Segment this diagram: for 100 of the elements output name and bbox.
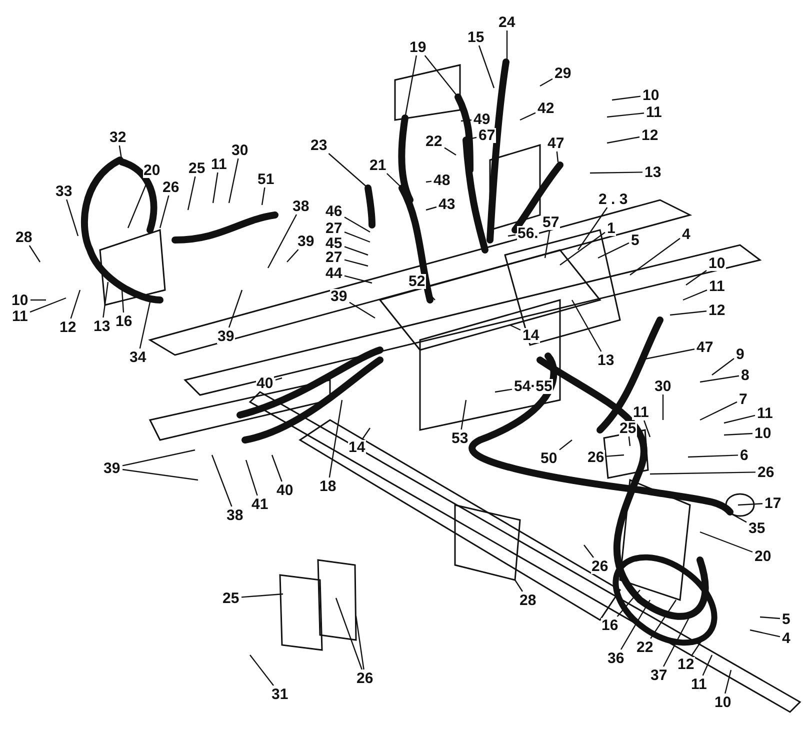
leader-line — [187, 176, 196, 210]
leader-line — [724, 670, 732, 694]
leader-line — [344, 259, 368, 267]
callout-number: 36 — [606, 650, 626, 666]
leader-line — [478, 45, 495, 88]
callout-number: 30 — [230, 142, 250, 158]
callout-number: 11 — [708, 278, 726, 294]
callout-number: 15 — [466, 30, 486, 44]
callout-number: 39 — [296, 234, 316, 248]
callout-number: 10 — [754, 426, 772, 440]
callout-number: 16 — [600, 618, 620, 632]
leader-line — [121, 290, 124, 313]
leader-line — [760, 616, 780, 620]
leader-line — [102, 282, 109, 318]
leader-line — [644, 420, 651, 438]
callout-number: 29 — [554, 66, 572, 80]
callout-number: 13 — [596, 352, 616, 368]
leader-line — [670, 310, 707, 316]
leader-line — [590, 172, 642, 174]
leader-line — [724, 432, 753, 436]
callout-number: 11 — [11, 308, 29, 324]
callout-number: 34 — [128, 350, 148, 364]
leader-line — [122, 468, 198, 481]
leader-line — [30, 297, 66, 313]
callout-number: 25 — [222, 590, 240, 606]
callout-number: 37 — [650, 668, 668, 682]
callout-number: 32 — [108, 130, 128, 144]
callout-number: 5 — [781, 612, 792, 626]
leader-line — [212, 172, 218, 204]
callout-number: 27 — [324, 250, 344, 264]
callout-number: 50 — [540, 450, 558, 466]
callout-number: 31 — [270, 686, 290, 702]
callout-number: 4 — [681, 226, 692, 242]
leader-line — [616, 590, 640, 617]
callout-number: 27 — [324, 220, 344, 236]
callout-number: 33 — [54, 184, 74, 198]
leader-line — [571, 300, 602, 352]
callout-number: 19 — [408, 40, 428, 54]
callout-number: 12 — [640, 128, 660, 142]
leader-line — [349, 302, 376, 319]
leader-line — [267, 214, 298, 268]
leader-line — [700, 401, 738, 421]
leader-line — [560, 232, 606, 266]
leader-line — [386, 173, 402, 188]
callout-number: 28 — [14, 230, 34, 244]
callout-number: 45 — [324, 236, 344, 250]
leader-line — [606, 454, 624, 457]
callout-number: 26 — [590, 558, 610, 574]
leader-line — [650, 472, 756, 475]
callout-number: 11 — [690, 676, 708, 692]
leader-line — [691, 640, 702, 656]
leader-line — [630, 238, 680, 276]
callout-number: 11 — [210, 156, 228, 172]
leader-line — [211, 454, 232, 507]
callout-number: 13 — [92, 318, 112, 334]
leader-line — [66, 199, 79, 236]
callout-number: 26 — [356, 670, 374, 686]
leader-line — [460, 119, 472, 122]
callout-number: 35 — [748, 520, 766, 536]
callout-number: 47 — [696, 340, 714, 354]
leader-line — [620, 600, 651, 650]
leader-line — [700, 375, 740, 383]
callout-number: 26 — [586, 450, 606, 464]
callout-number: 51 — [256, 172, 276, 186]
callout-number: 24 — [498, 14, 516, 30]
callout-number: 10 — [708, 256, 726, 270]
callout-number: 11 — [756, 406, 774, 420]
callout-number: 13 — [644, 164, 662, 180]
callout-number: 10 — [714, 694, 732, 710]
callout-number: 22 — [636, 640, 654, 654]
callout-number: 39 — [216, 328, 236, 344]
leader-line — [344, 275, 372, 284]
leader-line — [750, 629, 780, 638]
callout-number: 14 — [348, 440, 366, 454]
callout-number: 53 — [450, 430, 470, 446]
callout-number: 6 — [739, 448, 750, 462]
leader-line — [122, 449, 196, 466]
leader-line — [650, 600, 676, 639]
leader-line — [275, 377, 282, 380]
leader-line — [556, 151, 559, 162]
leader-line — [702, 654, 713, 676]
leader-line — [520, 112, 536, 121]
leader-line — [228, 158, 239, 204]
leader-line — [700, 531, 753, 553]
leader-line — [578, 207, 608, 250]
callout-number: 12 — [58, 320, 78, 334]
callout-number: 49 — [472, 112, 492, 126]
leader-line — [271, 454, 282, 482]
callout-number: 56. — [516, 226, 540, 240]
leader-line — [712, 358, 734, 376]
leader-line — [508, 234, 516, 237]
leader-line — [506, 30, 508, 62]
leader-line — [724, 414, 756, 424]
callout-number: 40 — [276, 482, 294, 498]
callout-number: 52 — [408, 274, 426, 288]
leader-line — [344, 232, 370, 243]
callout-number: 10 — [10, 292, 30, 308]
callout-number: 21 — [368, 158, 388, 172]
leader-line — [261, 187, 266, 206]
callout-number: 11 — [645, 104, 663, 120]
